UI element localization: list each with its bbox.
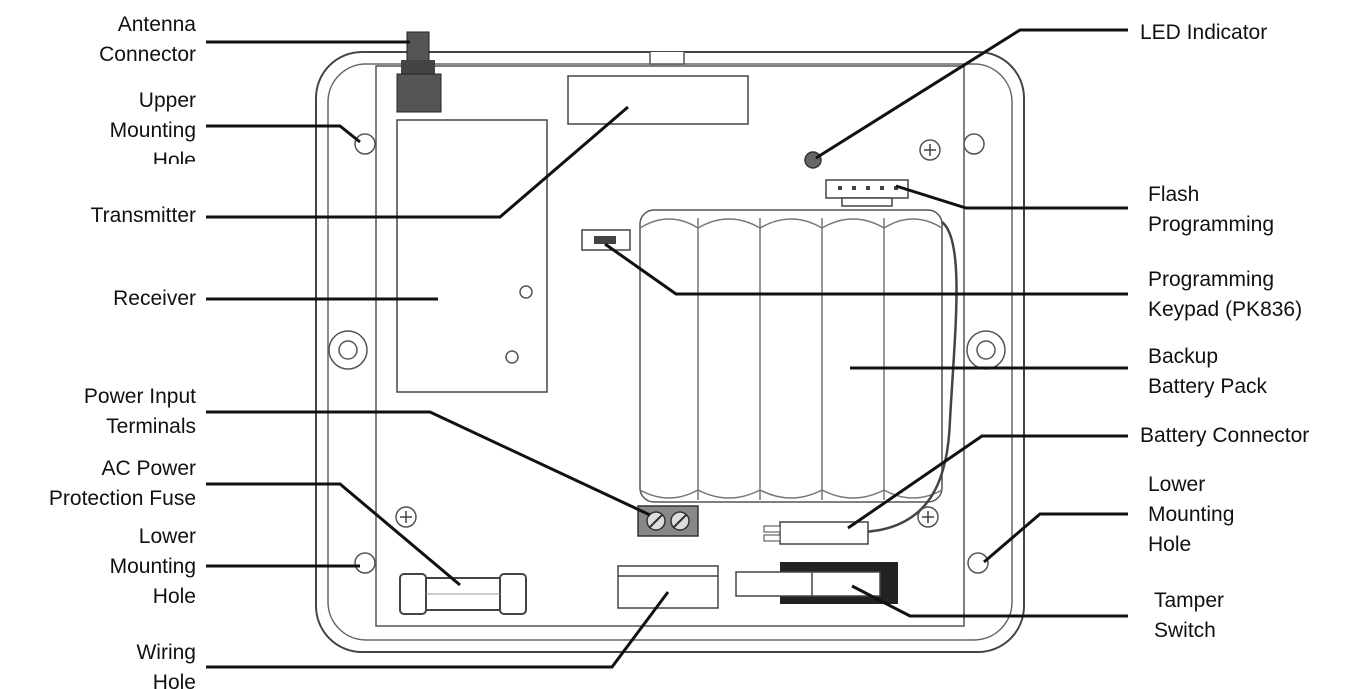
top-notch	[649, 52, 685, 65]
tamper-switch	[735, 562, 898, 604]
label-lower-mounting-hole-left: Lower Mounting Hole	[109, 525, 196, 608]
leader-keypad	[604, 242, 1128, 296]
antenna-connector	[396, 31, 442, 113]
side-boss-left	[328, 330, 368, 370]
led-indicator	[804, 151, 822, 169]
label-wiring-hole: Wiring Hole	[136, 641, 196, 689]
lower-mounting-hole-left	[354, 552, 376, 574]
keypad-header	[581, 229, 631, 251]
label-receiver: Receiver	[113, 287, 196, 310]
leader-fuse	[206, 482, 461, 587]
screw-bottom-left	[395, 506, 417, 528]
leader-tamper	[851, 584, 1128, 618]
leader-led	[815, 28, 1128, 160]
battery-pack	[639, 209, 943, 503]
leader-lines	[206, 28, 1128, 669]
leader-upper-mounting	[206, 124, 361, 144]
label-backup-battery-pack: Backup Battery Pack	[1148, 345, 1268, 398]
label-ac-power-fuse: AC Power Protection Fuse	[48, 457, 196, 510]
label-battery-connector: Battery Connector	[1140, 424, 1310, 447]
lower-mounting-hole-right	[967, 552, 989, 574]
label-lower-mounting-hole-right: Lower Mounting Hole	[1148, 473, 1235, 556]
leader-flash	[895, 184, 1128, 210]
leader-power-input	[206, 410, 651, 517]
wiring-hole	[617, 565, 719, 609]
side-boss-right	[966, 330, 1006, 370]
leader-lower-mounting-right	[983, 512, 1128, 564]
ac-power-fuse	[399, 573, 527, 615]
label-transmitter: Transmitter	[90, 204, 196, 227]
screw-top-right	[919, 139, 941, 161]
leader-wiring-hole	[206, 591, 670, 669]
upper-mounting-hole-left	[354, 133, 376, 155]
transmitter-module	[567, 75, 749, 125]
upper-mounting-hole-right	[963, 133, 985, 155]
label-flash-programming: Flash Programming	[1148, 183, 1275, 236]
label-tamper-switch: Tamper Switch	[1154, 589, 1225, 642]
label-led-indicator: LED Indicator	[1140, 21, 1268, 44]
label-upper-mounting-hole: Upper Mounting Hole	[109, 89, 196, 164]
power-input-terminals	[637, 505, 699, 537]
screw-bottom-right	[917, 506, 939, 528]
receiver-module	[396, 119, 548, 393]
leader-battery-connector	[847, 434, 1128, 530]
label-power-input-terminals: Power Input Terminals	[83, 385, 196, 438]
label-programming-keypad: Programming Keypad (PK836)	[1148, 268, 1303, 321]
battery-wire	[865, 221, 958, 534]
battery-connector	[763, 521, 869, 545]
label-antenna-connector: Antenna Connector	[99, 13, 196, 66]
leader-transmitter	[206, 105, 629, 219]
